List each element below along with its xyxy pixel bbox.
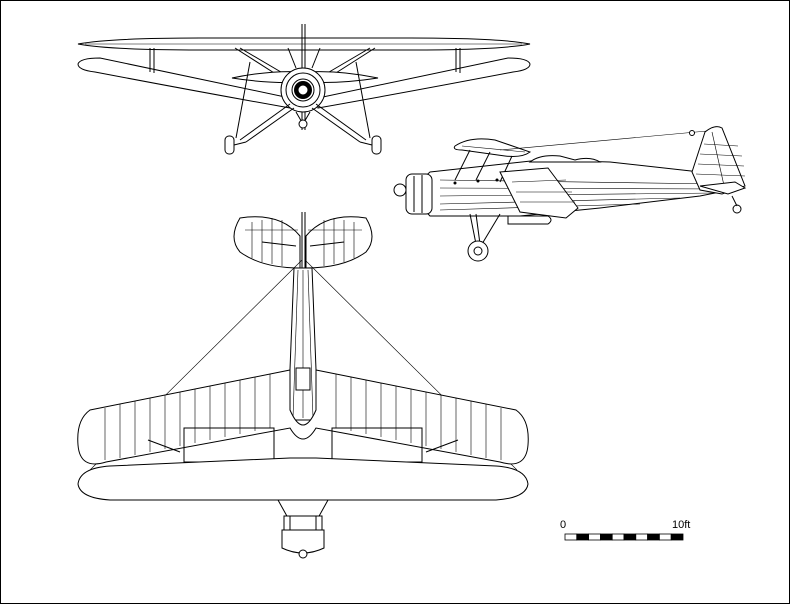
scale-segment	[564, 533, 578, 541]
front-wheel-left	[224, 135, 235, 155]
side-canopy	[528, 155, 602, 163]
scale-segment	[635, 533, 648, 541]
top-upper-wing	[77, 369, 529, 465]
scale-bar: 0 10ft	[560, 519, 690, 541]
front-view	[77, 24, 531, 155]
top-spinner	[298, 549, 308, 559]
side-view	[393, 126, 747, 262]
top-lower-wing	[77, 457, 529, 501]
side-spinner	[393, 183, 407, 197]
scale-end-label: 10ft	[672, 519, 690, 531]
side-tail-wheel	[732, 204, 742, 214]
scale-segment	[576, 533, 589, 541]
top-view	[77, 212, 529, 559]
side-upper-wing	[453, 138, 532, 157]
side-lower-wing	[499, 167, 579, 219]
side-cowling	[405, 173, 433, 215]
scale-segment	[659, 533, 672, 541]
front-lower-wing-right	[317, 57, 531, 109]
scale-start-label: 0	[560, 519, 566, 531]
scale-segment	[600, 533, 613, 541]
front-wheel-right	[371, 135, 382, 155]
front-lower-wing-left	[77, 57, 291, 109]
scale-segment	[623, 533, 637, 541]
top-wing-ribs-left	[104, 374, 271, 460]
scale-segment	[588, 533, 601, 541]
scale-segment	[647, 533, 660, 541]
scale-segment	[611, 533, 625, 541]
top-wing-ribs-right	[335, 374, 502, 460]
scale-segment	[670, 533, 684, 541]
